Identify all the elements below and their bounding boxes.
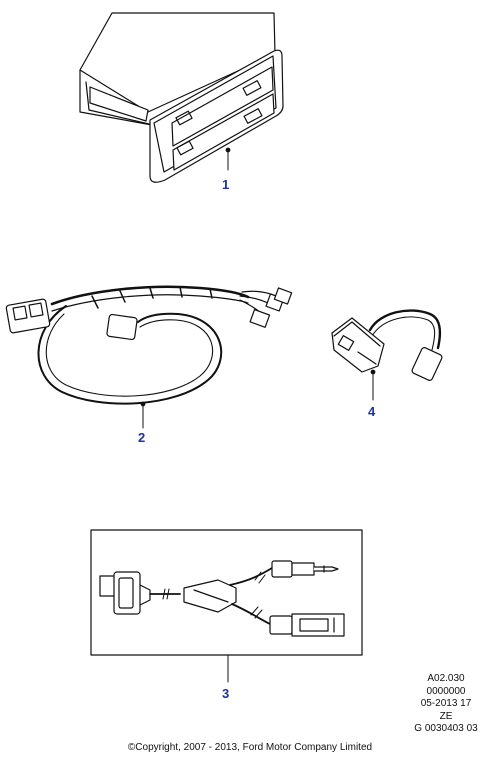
media-unit-part bbox=[79, 12, 284, 183]
reference-line-4: ZE bbox=[439, 710, 453, 722]
reference-line-3: 05-2013 17 bbox=[420, 698, 472, 710]
reference-line-5: G 0030403 03 bbox=[414, 723, 478, 735]
callout-4: 4 bbox=[368, 404, 376, 419]
reference-line-1: A02.030 bbox=[427, 673, 465, 684]
reference-block: A02.030 0000000 05-2013 17 ZE G 0030403 … bbox=[406, 673, 486, 736]
usb-audio-cable-part bbox=[90, 529, 363, 683]
callout-3: 3 bbox=[222, 686, 230, 701]
callout-1: 1 bbox=[222, 177, 230, 192]
callout-2: 2 bbox=[138, 430, 146, 445]
reference-line-2: 0000000 bbox=[426, 685, 466, 697]
wiring-harness-part bbox=[5, 285, 293, 429]
adaptor-harness-part bbox=[331, 309, 443, 401]
copyright-text: ©Copyright, 2007 - 2013, Ford Motor Comp… bbox=[127, 742, 373, 753]
